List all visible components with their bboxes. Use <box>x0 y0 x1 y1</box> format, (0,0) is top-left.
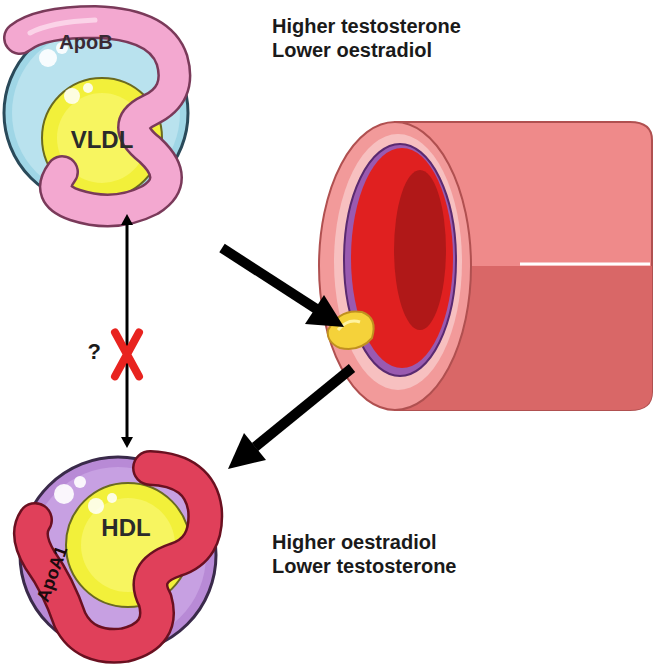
edge-label: ? <box>88 341 101 363</box>
particle-name: VLDL <box>71 128 134 152</box>
artery <box>319 122 652 410</box>
protein-label: ApoB <box>59 32 112 52</box>
lipoprotein-particle: HDL ApoA1 <box>18 452 218 656</box>
cross-mark <box>115 332 139 376</box>
flow-arrow <box>222 248 344 327</box>
lipoprotein-particle: ApoB VLDL <box>4 20 190 210</box>
hdl-particle <box>20 457 216 653</box>
particle-name: HDL <box>101 516 150 540</box>
hormone-note: Higher oestradiol Lower testosterone <box>272 530 492 578</box>
vldl-particle <box>4 20 188 210</box>
uncertain-link <box>115 214 139 448</box>
flow-arrow <box>228 368 352 469</box>
hormone-note: Higher testosterone Lower oestradiol <box>272 14 492 62</box>
protein-label: ApoA1 <box>34 544 71 605</box>
